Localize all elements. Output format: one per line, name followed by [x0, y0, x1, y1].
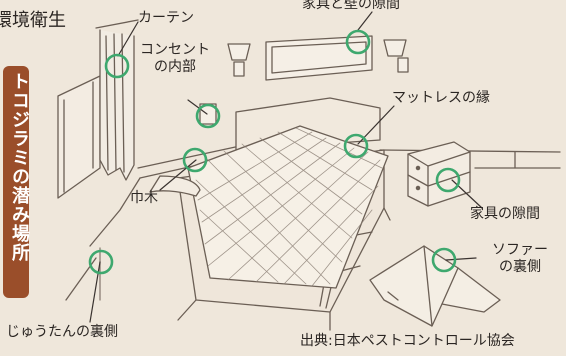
label-curtain: カーテン: [138, 10, 194, 26]
label-carpet-underside: じゅうたんの裏側: [6, 324, 118, 340]
mattress: [187, 125, 389, 289]
door-illustration: [57, 75, 101, 199]
label-furniture-wall-gap: 家具と壁の隙間: [302, 0, 400, 12]
lamp-left: [227, 43, 251, 77]
marker-furniture-wall-gap: [345, 29, 371, 55]
source-credit: 出典:日本ペストコントロール協会: [300, 333, 515, 349]
hiding-spot-markers: [88, 29, 461, 275]
picture-frame: [265, 35, 373, 81]
marker-outlet: [195, 103, 221, 129]
page-title-cutoff: 環境衛生: [0, 10, 66, 31]
label-baseboard: 巾木: [130, 190, 158, 206]
label-sofa-underside: ソファー の裏側: [492, 242, 548, 275]
label-mattress-edge: マットレスの縁: [392, 90, 490, 106]
marker-furniture-gap: [435, 167, 461, 193]
wall-lines: [65, 145, 561, 301]
marker-carpet: [88, 249, 114, 275]
curtain-illustration: [95, 19, 139, 181]
marker-sofa: [431, 247, 457, 273]
baseboard-illustration: [149, 175, 201, 197]
marker-mattress-edge: [343, 133, 369, 159]
side-badge: [3, 66, 29, 298]
marker-curtain: [104, 53, 130, 79]
label-outlet-inside: コンセント の内部: [140, 42, 210, 75]
marker-baseboard: [182, 147, 208, 173]
side-label: トコジラミの潜み場所: [9, 72, 30, 262]
label-furniture-gap: 家具の隙間: [470, 206, 540, 222]
lamp-right: [383, 39, 409, 73]
sofa-illustration: [369, 245, 501, 327]
